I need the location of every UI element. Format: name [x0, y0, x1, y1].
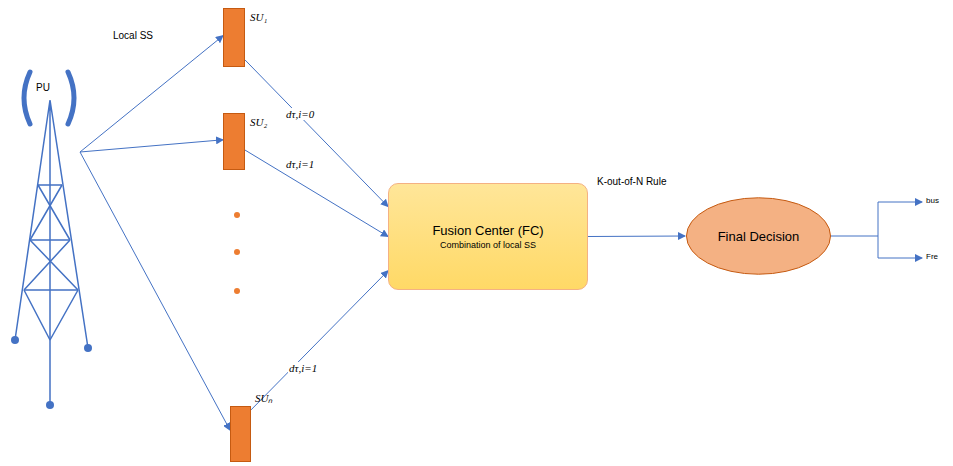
secondary-user: SU₁ — [223, 8, 245, 67]
fusion-center: Fusion Center (FC) Combination of local S… — [388, 183, 588, 290]
user-label: SU₁ — [250, 11, 267, 23]
edge-label: dτ,i=1 — [288, 362, 318, 374]
user-label: SU₂ — [250, 116, 267, 128]
edge-label: dτ,i=1 — [285, 158, 315, 170]
connector-arrow — [251, 271, 388, 410]
edge-label: K-out-of-N Rule — [596, 176, 667, 187]
ellipsis-dots — [234, 212, 240, 294]
connector-arrow — [588, 236, 685, 238]
secondary-user: SU₂ — [223, 113, 245, 170]
primary-user: PU — [36, 80, 80, 152]
node-label: PU — [36, 80, 80, 93]
output-label: bus — [926, 196, 939, 205]
antenna-waves — [24, 72, 74, 124]
connector-arrow — [80, 152, 230, 430]
tower-symbol — [15, 100, 88, 405]
secondary-user: SUₙ — [230, 406, 251, 462]
edge-label: dτ,i=0 — [285, 108, 315, 120]
node-title: Fusion Center (FC) — [432, 223, 543, 238]
node-subtitle: Combination of local SS — [440, 240, 536, 250]
connector-arrow — [80, 36, 223, 152]
connector-arrow — [245, 150, 388, 236]
output-split — [818, 202, 922, 258]
connector-arrow — [80, 140, 223, 152]
output-label: Fre — [926, 252, 938, 261]
node-label: Final Decision — [718, 229, 800, 244]
connector-arrow — [245, 60, 388, 207]
tower-feet — [11, 336, 92, 409]
decision-ellipse: Final Decision — [685, 197, 832, 275]
user-label: SUₙ — [255, 390, 272, 405]
edge-label: Local SS — [112, 30, 154, 41]
